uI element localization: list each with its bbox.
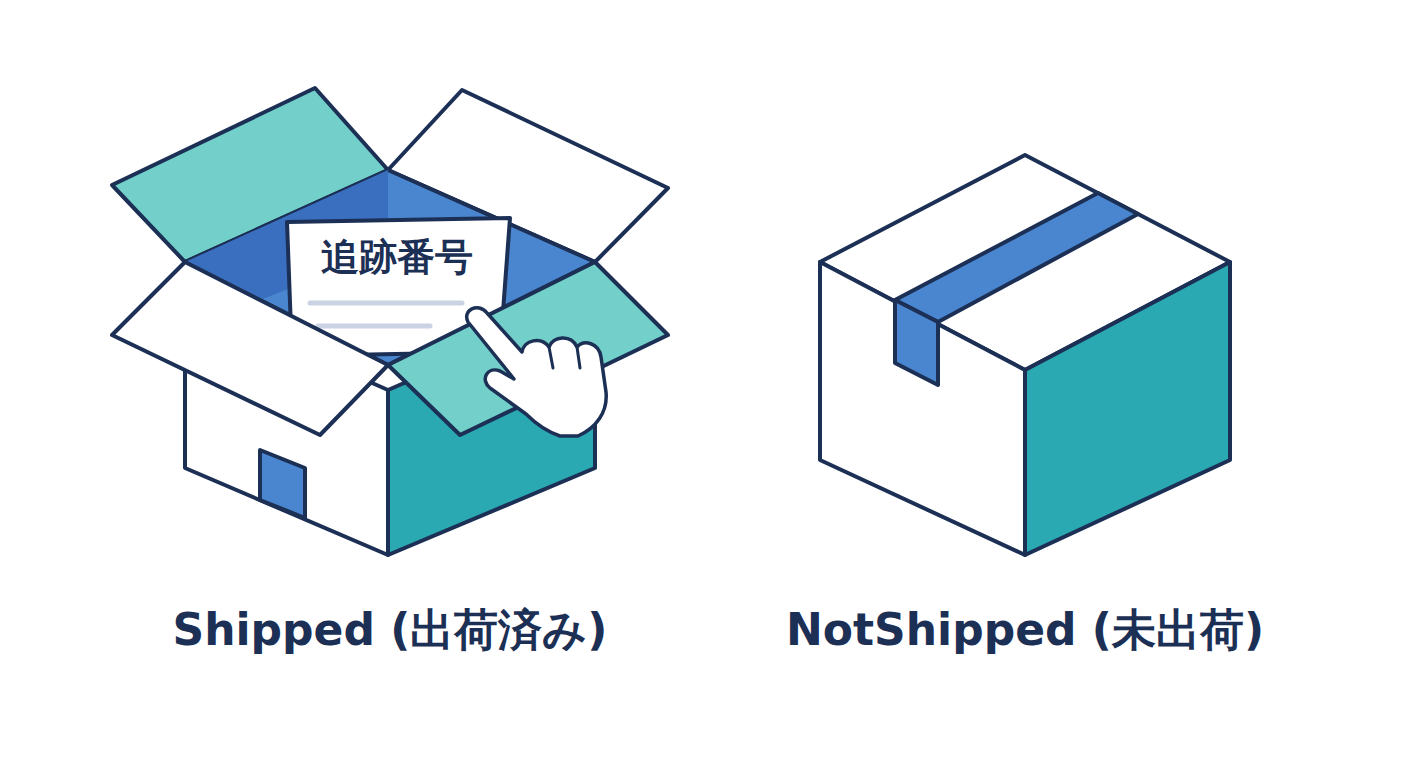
packing-tape-front	[895, 300, 938, 385]
paper-text: 追跡番号	[321, 236, 473, 280]
status-caption: NotShipped (未出荷)	[786, 604, 1264, 657]
closed-box-right-face	[1025, 262, 1230, 555]
packing-tape	[895, 193, 1138, 322]
front-left-flap	[112, 262, 388, 435]
box-label-patch	[260, 450, 305, 518]
tracking-paper-note: 追跡番号	[292, 236, 502, 280]
paper-line	[310, 301, 462, 306]
hand-pointer	[467, 308, 607, 436]
front-right-flap	[388, 262, 668, 435]
paper-line	[318, 324, 430, 329]
hand-crease	[549, 347, 580, 368]
status-caption: Shipped (出荷済み)	[173, 604, 608, 657]
